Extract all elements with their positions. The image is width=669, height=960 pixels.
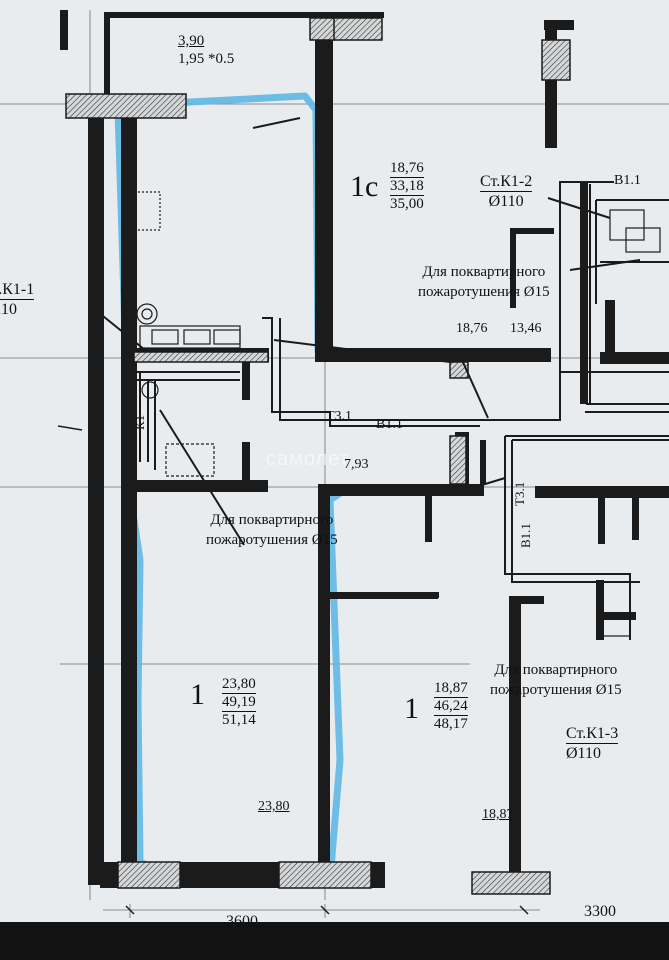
note-fire-top: Для поквартирного пожаротушения Ø15	[418, 262, 550, 303]
apartment-1c-balcony: 35,00	[390, 195, 424, 212]
bottom-dim-right: 3300	[584, 903, 616, 920]
riser-k1-2: Ст.К1-2 Ø110	[480, 172, 533, 211]
apartment-left-living: 23,80	[222, 676, 256, 694]
apartment-1c-total: 33,18	[390, 177, 424, 196]
pipe-label-t3-vertical: Т3.1	[512, 481, 527, 506]
pipe-label-b1: В1.1	[376, 417, 403, 432]
apartment-left-inner-area: 23,80	[258, 799, 290, 814]
riser-k1-3: Ст.К1-3 Ø110	[566, 724, 619, 763]
riser-k1-2-name: Ст.К1-2	[480, 172, 533, 193]
note-fire-right-line1: Для поквартирного	[494, 662, 618, 678]
apartment-1c-inner-area: 18,76	[456, 321, 488, 336]
note-fire-mid: Для поквартирного пожаротушения Ø15	[206, 510, 338, 551]
apartment-1c-inner-extra: 13,46	[510, 321, 542, 336]
top-dim-width: 3,90	[178, 33, 205, 49]
riser-k1-2-diameter: Ø110	[488, 193, 524, 211]
apartment-left-type: 1	[190, 678, 205, 711]
floor-plan: 3,90 1,95 *0.5 1с 18,76 33,18 35,00 18,7…	[0, 0, 669, 922]
top-dim-depth: 1,95 *0.5	[178, 51, 235, 67]
pipe-label-b1-top: В1.1	[614, 173, 641, 188]
bottom-black-bar	[0, 922, 669, 960]
apartment-right-type: 1	[404, 692, 419, 725]
apartment-right-total: 46,24	[434, 697, 468, 716]
note-fire-top-line1: Для поквартирного	[422, 264, 546, 280]
hatched-walls	[65, 17, 571, 895]
corridor-area: 7,93	[344, 457, 369, 472]
pipe-label-k1-vertical: К1	[132, 414, 147, 430]
plumbing-fixtures	[129, 191, 661, 637]
note-fire-right: Для поквартирного пожаротушения Ø15	[490, 660, 622, 701]
apartment-1c-areas: 18,76 33,18 35,00	[390, 160, 424, 212]
apartment-right-living: 18,87	[434, 680, 468, 698]
watermark-logo: самолет	[266, 448, 350, 470]
pipe-label-b1-vertical: В1.1	[518, 523, 533, 548]
pipe-lines	[97, 117, 669, 640]
dimension-ticks	[57, 425, 529, 915]
apartment-left-balcony: 51,14	[222, 711, 256, 728]
apartment-right-areas: 18,87 46,24 48,17	[434, 680, 468, 732]
apartment-right-inner-area: 18,87	[482, 807, 514, 822]
note-fire-mid-line2: пожаротушения Ø15	[206, 532, 338, 549]
note-fire-mid-line1: Для поквартирного	[210, 512, 334, 528]
riser-k1-1-name: Ст.К1-1	[0, 280, 35, 301]
apartment-1c-type: 1с	[350, 170, 379, 203]
riser-k1-1: Ст.К1-1 Ø110	[0, 280, 35, 319]
riser-k1-3-name: Ст.К1-3	[566, 724, 619, 745]
note-fire-top-line2: пожаротушения Ø15	[418, 284, 550, 301]
walls	[60, 10, 669, 894]
riser-k1-1-diameter: Ø110	[0, 301, 17, 319]
apartment-right-balcony: 48,17	[434, 715, 468, 732]
bottom-dim-left: 3600	[226, 914, 258, 922]
apartment-left-total: 49,19	[222, 693, 256, 712]
riser-k1-3-diameter: Ø110	[566, 745, 601, 763]
apartment-left-areas: 23,80 49,19 51,14	[222, 676, 256, 728]
plan-drawing	[0, 10, 669, 918]
apartment-1c-living: 18,76	[390, 160, 424, 178]
pipe-label-t3: Т3.1	[326, 409, 353, 424]
note-fire-right-line2: пожаротушения Ø15	[490, 682, 622, 699]
